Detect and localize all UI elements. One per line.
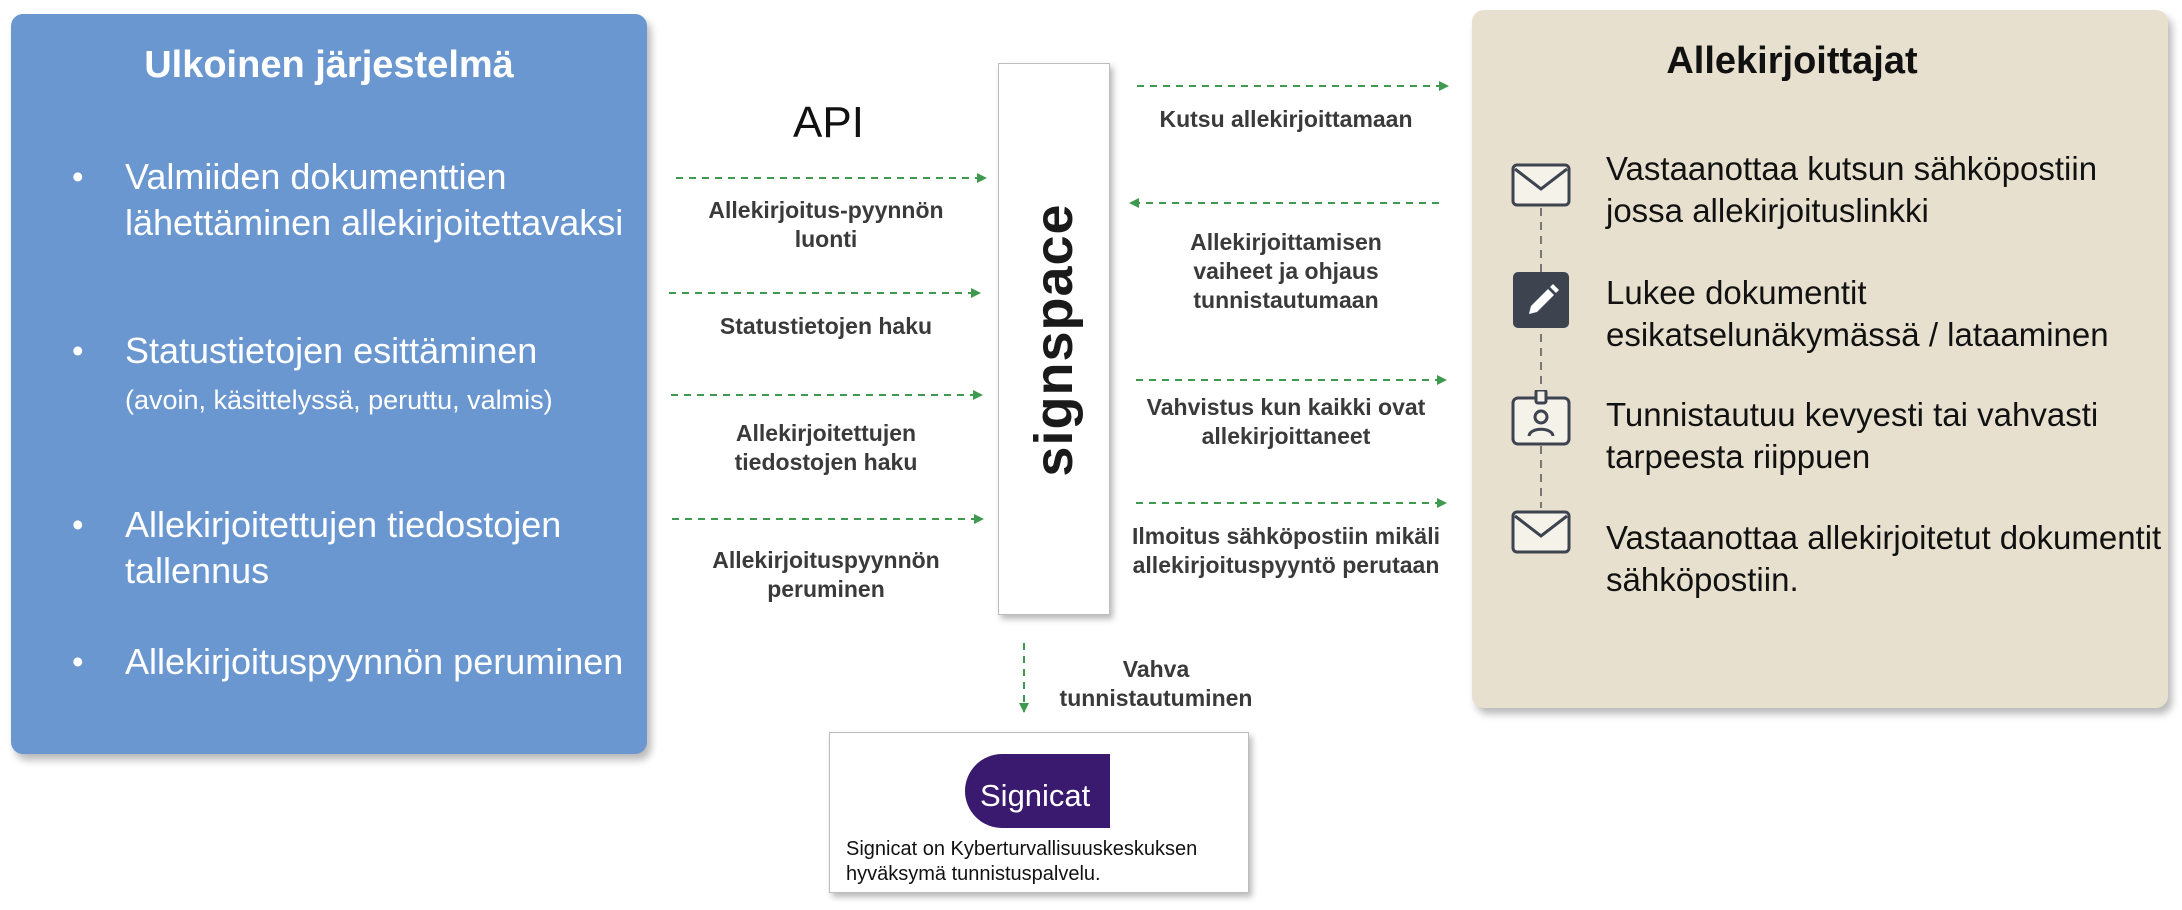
signicat-box: Signicat Signicat on Kyberturvallisuuske… [829,732,1249,893]
envelope-icon [1510,157,1572,215]
signers-connector-line [1540,208,1542,508]
signer-flow-label: Vahvistus kun kaikki ovat allekirjoittan… [1146,394,1426,449]
signer-flow-label: Allekirjoittamisen vaiheet ja ohjaus tun… [1190,229,1382,313]
signspace-logo: signspace [1024,203,1084,477]
signicat-caption: Signicat on Kyberturvallisuuskeskuksen h… [846,838,1198,885]
bullet-text: Statustietojen esittäminen (avoin, käsit… [125,328,625,423]
api-flow-label: Allekirjoitettujen tiedostojen haku [734,420,918,475]
bullet-main-text: Statustietojen esittäminen [125,330,538,371]
signicat-name: Signicat [980,778,1091,813]
signspace-box: signspace [998,63,1110,615]
external-system-title: Ulkoinen järjestelmä [144,44,514,86]
bullet-text: Allekirjoitettujen tiedostojen tallennus [125,504,562,591]
envelope-icon [1510,504,1572,562]
api-flow-label: Statustietojen haku [719,313,933,339]
signer-step-text: Lukee dokumentit esikatselunäkymässä / l… [1606,274,2109,353]
bullet-dot: • [72,643,84,680]
id-badge-icon [1510,388,1572,448]
signers-panel: Allekirjoittajat Vastaanottaa kutsun säh… [1472,10,2168,708]
bullet-dot: • [72,158,84,195]
signer-flow-label: Ilmoitus sähköpostiin mikäli allekirjoit… [1131,523,1440,578]
bullet-detail-text: (avoin, käsittelyssä, peruttu, valmis) [125,385,553,415]
external-system-panel: Ulkoinen järjestelmä • Valmiiden dokumen… [11,14,647,754]
bullet-dot: • [72,506,84,543]
bullet-text: Allekirjoituspyynnön peruminen [125,641,624,682]
api-flow-label: Allekirjoituspyynnön peruminen [712,547,940,602]
bullet-dot: • [72,332,84,369]
api-flow-label: Allekirjoitus-pyynnön luonti [708,197,944,252]
bullet-text: Valmiiden dokumenttien lähettäminen alle… [125,156,624,243]
api-title: API [793,98,864,147]
signers-title: Allekirjoittajat [1666,40,1918,82]
pencil-icon [1510,272,1572,330]
auth-label: Vahva tunnistautuminen [1059,656,1253,711]
signer-flow-label: Kutsu allekirjoittamaan [1159,106,1413,132]
signer-step-text: Tunnistautuu kevyesti tai vahvasti tarpe… [1606,396,2099,475]
signicat-logo: Signicat [965,754,1110,828]
signer-step-text: Vastaanottaa kutsun sähköpostiin jossa a… [1606,150,2098,229]
signer-step-text: Vastaanottaa allekirjoitetut dokumentit … [1606,519,2162,598]
